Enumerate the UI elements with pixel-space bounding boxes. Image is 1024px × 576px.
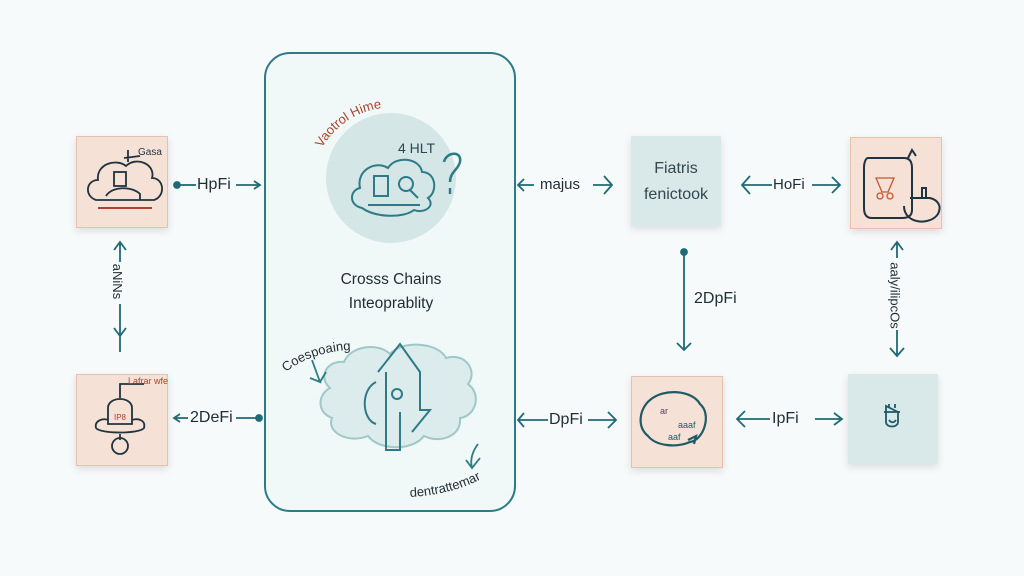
connector-majus-b	[593, 175, 614, 195]
node-bottom-left-inner: IP8	[114, 413, 127, 422]
connector-top-left-b	[236, 180, 262, 190]
bottom-cloud-bottom-label: dentrattemar	[409, 468, 483, 500]
connector-ipfi-b	[815, 412, 844, 426]
connector-hofi-b	[812, 176, 842, 194]
connector-label-dpfi: DpFi	[549, 411, 583, 428]
connector-left-vertical-a	[113, 240, 127, 262]
top-circle-inner-label: 4 HLT	[398, 140, 436, 156]
connector-majus-a	[516, 178, 534, 192]
panel-title: Crosss Chains Inteoprablity	[291, 268, 491, 316]
connector-dpfi-a	[516, 412, 548, 428]
node-mid-top[interactable]: Fiatris fenictook	[631, 136, 721, 226]
connector-dpfi-b	[588, 411, 618, 429]
jar-emblem	[875, 177, 895, 200]
jar-and-bowl-icon	[863, 148, 941, 223]
mid-bottom-inner-3: aaf	[668, 432, 681, 442]
connector-label-right-vertical: aaly/ilipcOs	[887, 262, 903, 329]
panel-title-line2: Inteoprablity	[348, 295, 434, 312]
connector-label-hofi: HoFi	[773, 176, 805, 193]
shield-face-icon	[884, 404, 900, 428]
connectors	[113, 175, 905, 429]
connector-dot	[173, 181, 181, 189]
node-mid-top-line2: fenictook	[643, 186, 709, 203]
connector-label-left-vertical: aNiNs	[110, 263, 126, 300]
node-bottom-right[interactable]	[848, 374, 938, 464]
cloud-pointer-arrow-bottom	[465, 443, 481, 470]
cloud-brain-sketch-icon	[351, 158, 436, 217]
node-bottom-left[interactable]	[76, 374, 168, 466]
connector-right-vertical-b	[889, 330, 905, 358]
connector-ipfi-a	[735, 410, 770, 428]
connector-label-hpfi: HpFi	[197, 176, 231, 193]
node-mid-top-text: Fiatris fenictook	[631, 156, 721, 208]
loop-cloud-sketch-icon	[639, 391, 707, 447]
question-mark-icon	[442, 152, 462, 194]
cloud-wallet-sketch-icon	[87, 150, 163, 201]
panel-title-line1: Crosss Chains	[340, 271, 442, 288]
node-top-left-caption: Gasa	[138, 147, 162, 158]
node-mid-top-line1: Fiatris	[654, 160, 698, 177]
up-down-arrows-icon	[363, 342, 433, 451]
connector-right-vertical-a	[890, 240, 904, 258]
mid-bottom-inner-1: ar	[660, 406, 668, 416]
connector-label-ipfi: IpFi	[772, 410, 799, 427]
connector-left-vertical-b	[113, 304, 127, 352]
bottom-cloud	[319, 343, 477, 449]
connector-bottom-left-a	[172, 413, 188, 423]
connector-dot	[255, 414, 263, 422]
connector-label-majus: majus	[540, 176, 581, 193]
bell-node-sketch-icon	[94, 383, 146, 455]
mid-bottom-inner-2: aaaf	[678, 420, 696, 430]
connector-label-2defi: 2DeFi	[190, 409, 233, 426]
connector-label-2dpfi: 2DpFi	[694, 290, 737, 307]
top-circle	[326, 113, 456, 243]
cloud-pointer-arrow-top	[309, 359, 327, 384]
node-bottom-left-caption: Lafrar wfe	[128, 376, 168, 386]
connector-2dpfi	[676, 252, 692, 352]
connector-hofi-a	[740, 175, 772, 195]
